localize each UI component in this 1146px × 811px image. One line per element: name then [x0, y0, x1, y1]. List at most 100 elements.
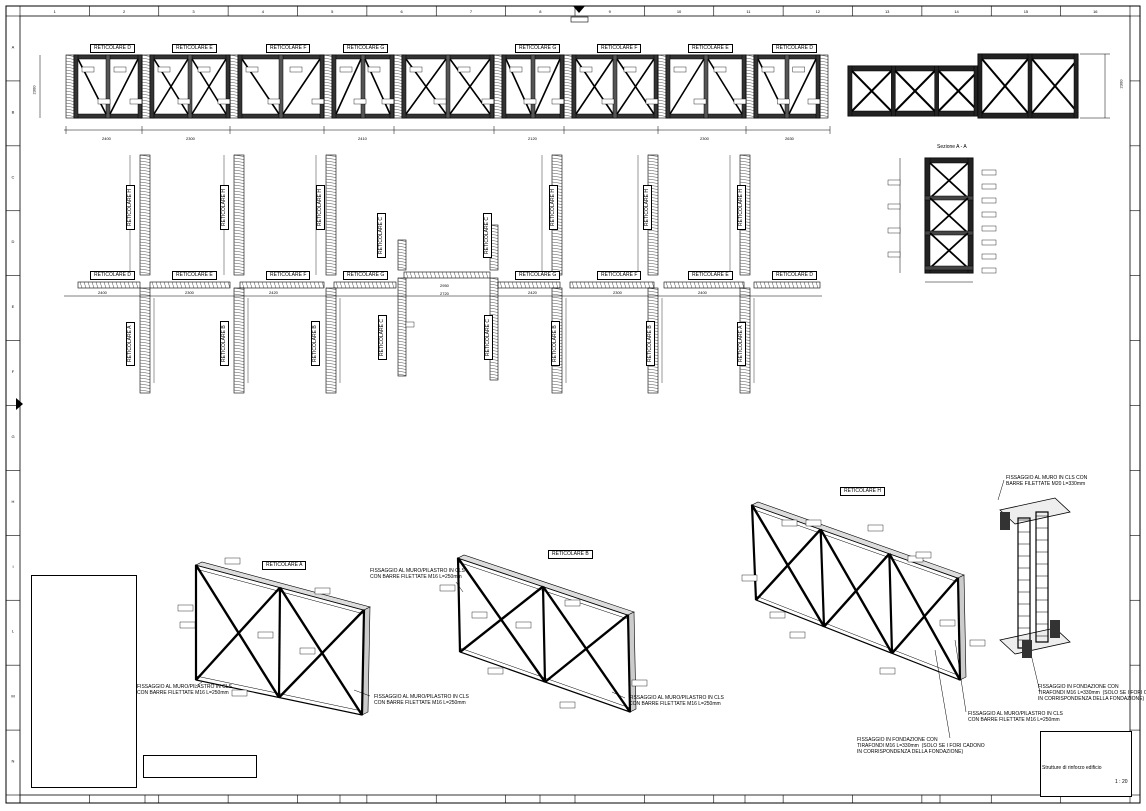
column-hatch	[139, 178, 151, 181]
column-hatch	[551, 163, 563, 166]
column-hatch	[139, 296, 151, 299]
section-rail	[924, 230, 974, 236]
iso-callout	[179, 621, 196, 629]
column-hatch	[647, 259, 659, 262]
column-hatch	[739, 163, 751, 166]
column-hatch	[323, 96, 333, 99]
column-hatch	[819, 54, 829, 57]
column-hatch	[139, 332, 151, 335]
truss-mid-post	[530, 54, 536, 119]
beam-hatch	[615, 281, 619, 289]
wall-fixing-detail	[999, 497, 1071, 658]
column-hatch	[139, 166, 151, 169]
column-hatch	[139, 389, 151, 392]
column-hatch	[551, 178, 563, 181]
column-hatch	[647, 268, 659, 271]
column-hatch	[739, 232, 751, 235]
column-hatch	[397, 355, 407, 358]
iso-diagonal	[195, 586, 281, 681]
label-plan-d-2: RETICOLARE D	[772, 271, 817, 280]
column-hatch	[139, 347, 151, 350]
beam-hatch	[159, 281, 163, 289]
column-hatch	[325, 383, 337, 386]
label-plan-g-2: RETICOLARE G	[515, 271, 561, 280]
beam-hatch	[383, 281, 387, 289]
section-callout	[981, 211, 997, 218]
beam-hatch	[273, 281, 277, 289]
vlabel-ret-h-6: RETICOLARE H	[737, 185, 746, 230]
column-hatch	[233, 271, 245, 274]
column-hatch	[233, 332, 245, 335]
iso-callout	[879, 667, 896, 675]
truss-diagonal	[669, 58, 705, 115]
column-hatch	[819, 96, 829, 99]
beam-hatch	[595, 281, 599, 289]
iso-face	[457, 554, 635, 616]
leader-line	[195, 681, 203, 687]
beam-hatch	[547, 281, 551, 289]
column-hatch	[229, 108, 239, 111]
column-hatch	[233, 178, 245, 181]
column-hatch	[397, 277, 407, 280]
vlabel-ret-b-2: RETICOLARE B	[311, 321, 320, 366]
truss-diagonal	[788, 58, 817, 115]
beam-hatch	[309, 281, 313, 289]
column-hatch	[325, 205, 337, 208]
column-hatch	[489, 373, 499, 376]
grid-row-label: B	[12, 109, 15, 114]
column-hatch	[563, 63, 573, 66]
column-hatch	[647, 368, 659, 371]
truss-left-post	[665, 54, 671, 119]
column-hatch	[233, 205, 245, 208]
column-hatch	[233, 317, 245, 320]
plan-beam	[149, 281, 231, 289]
column-hatch	[141, 75, 151, 78]
column-hatch	[393, 90, 403, 93]
column-hatch	[551, 305, 563, 308]
column-hatch	[397, 346, 407, 349]
column-hatch	[139, 187, 151, 190]
column-hatch	[233, 172, 245, 175]
callout-box	[367, 66, 381, 73]
plan-beam	[569, 281, 655, 289]
column-hatch	[325, 244, 337, 247]
column-section	[397, 277, 407, 377]
column-hatch	[325, 250, 337, 253]
column-hatch	[563, 102, 573, 105]
beam-hatch	[473, 271, 477, 279]
beam-hatch	[261, 281, 265, 289]
column-hatch	[397, 242, 407, 245]
column-hatch	[647, 241, 659, 244]
column-hatch	[325, 262, 337, 265]
beam-hatch	[571, 281, 575, 289]
truss-diagonal	[109, 58, 139, 115]
column-hatch	[325, 208, 337, 211]
truss-right-post	[319, 54, 325, 119]
beam-hatch	[167, 281, 171, 289]
column-hatch	[397, 349, 407, 352]
column-hatch	[325, 368, 337, 371]
column-hatch	[139, 169, 151, 172]
column-hatch	[233, 338, 245, 341]
grid-col-label: 9	[609, 9, 612, 14]
column-hatch	[325, 344, 337, 347]
column-hatch	[745, 114, 755, 117]
beam-hatch	[413, 271, 417, 279]
column-hatch	[657, 99, 667, 102]
column-hatch	[647, 374, 659, 377]
column-hatch	[325, 332, 337, 335]
truss-mid-post	[187, 54, 193, 119]
column-hatch	[647, 256, 659, 259]
column-hatch	[141, 102, 151, 105]
column-hatch	[563, 105, 573, 108]
beam-hatch	[469, 271, 473, 279]
centering-mark-top	[573, 6, 585, 13]
iso-chord-inner	[195, 675, 363, 712]
column-hatch	[563, 66, 573, 69]
wall-column	[1035, 511, 1049, 643]
column-hatch	[489, 277, 499, 280]
column-hatch	[65, 78, 75, 81]
column-hatch	[233, 341, 245, 344]
column-hatch	[325, 235, 337, 238]
centering-mark-left	[16, 398, 23, 410]
